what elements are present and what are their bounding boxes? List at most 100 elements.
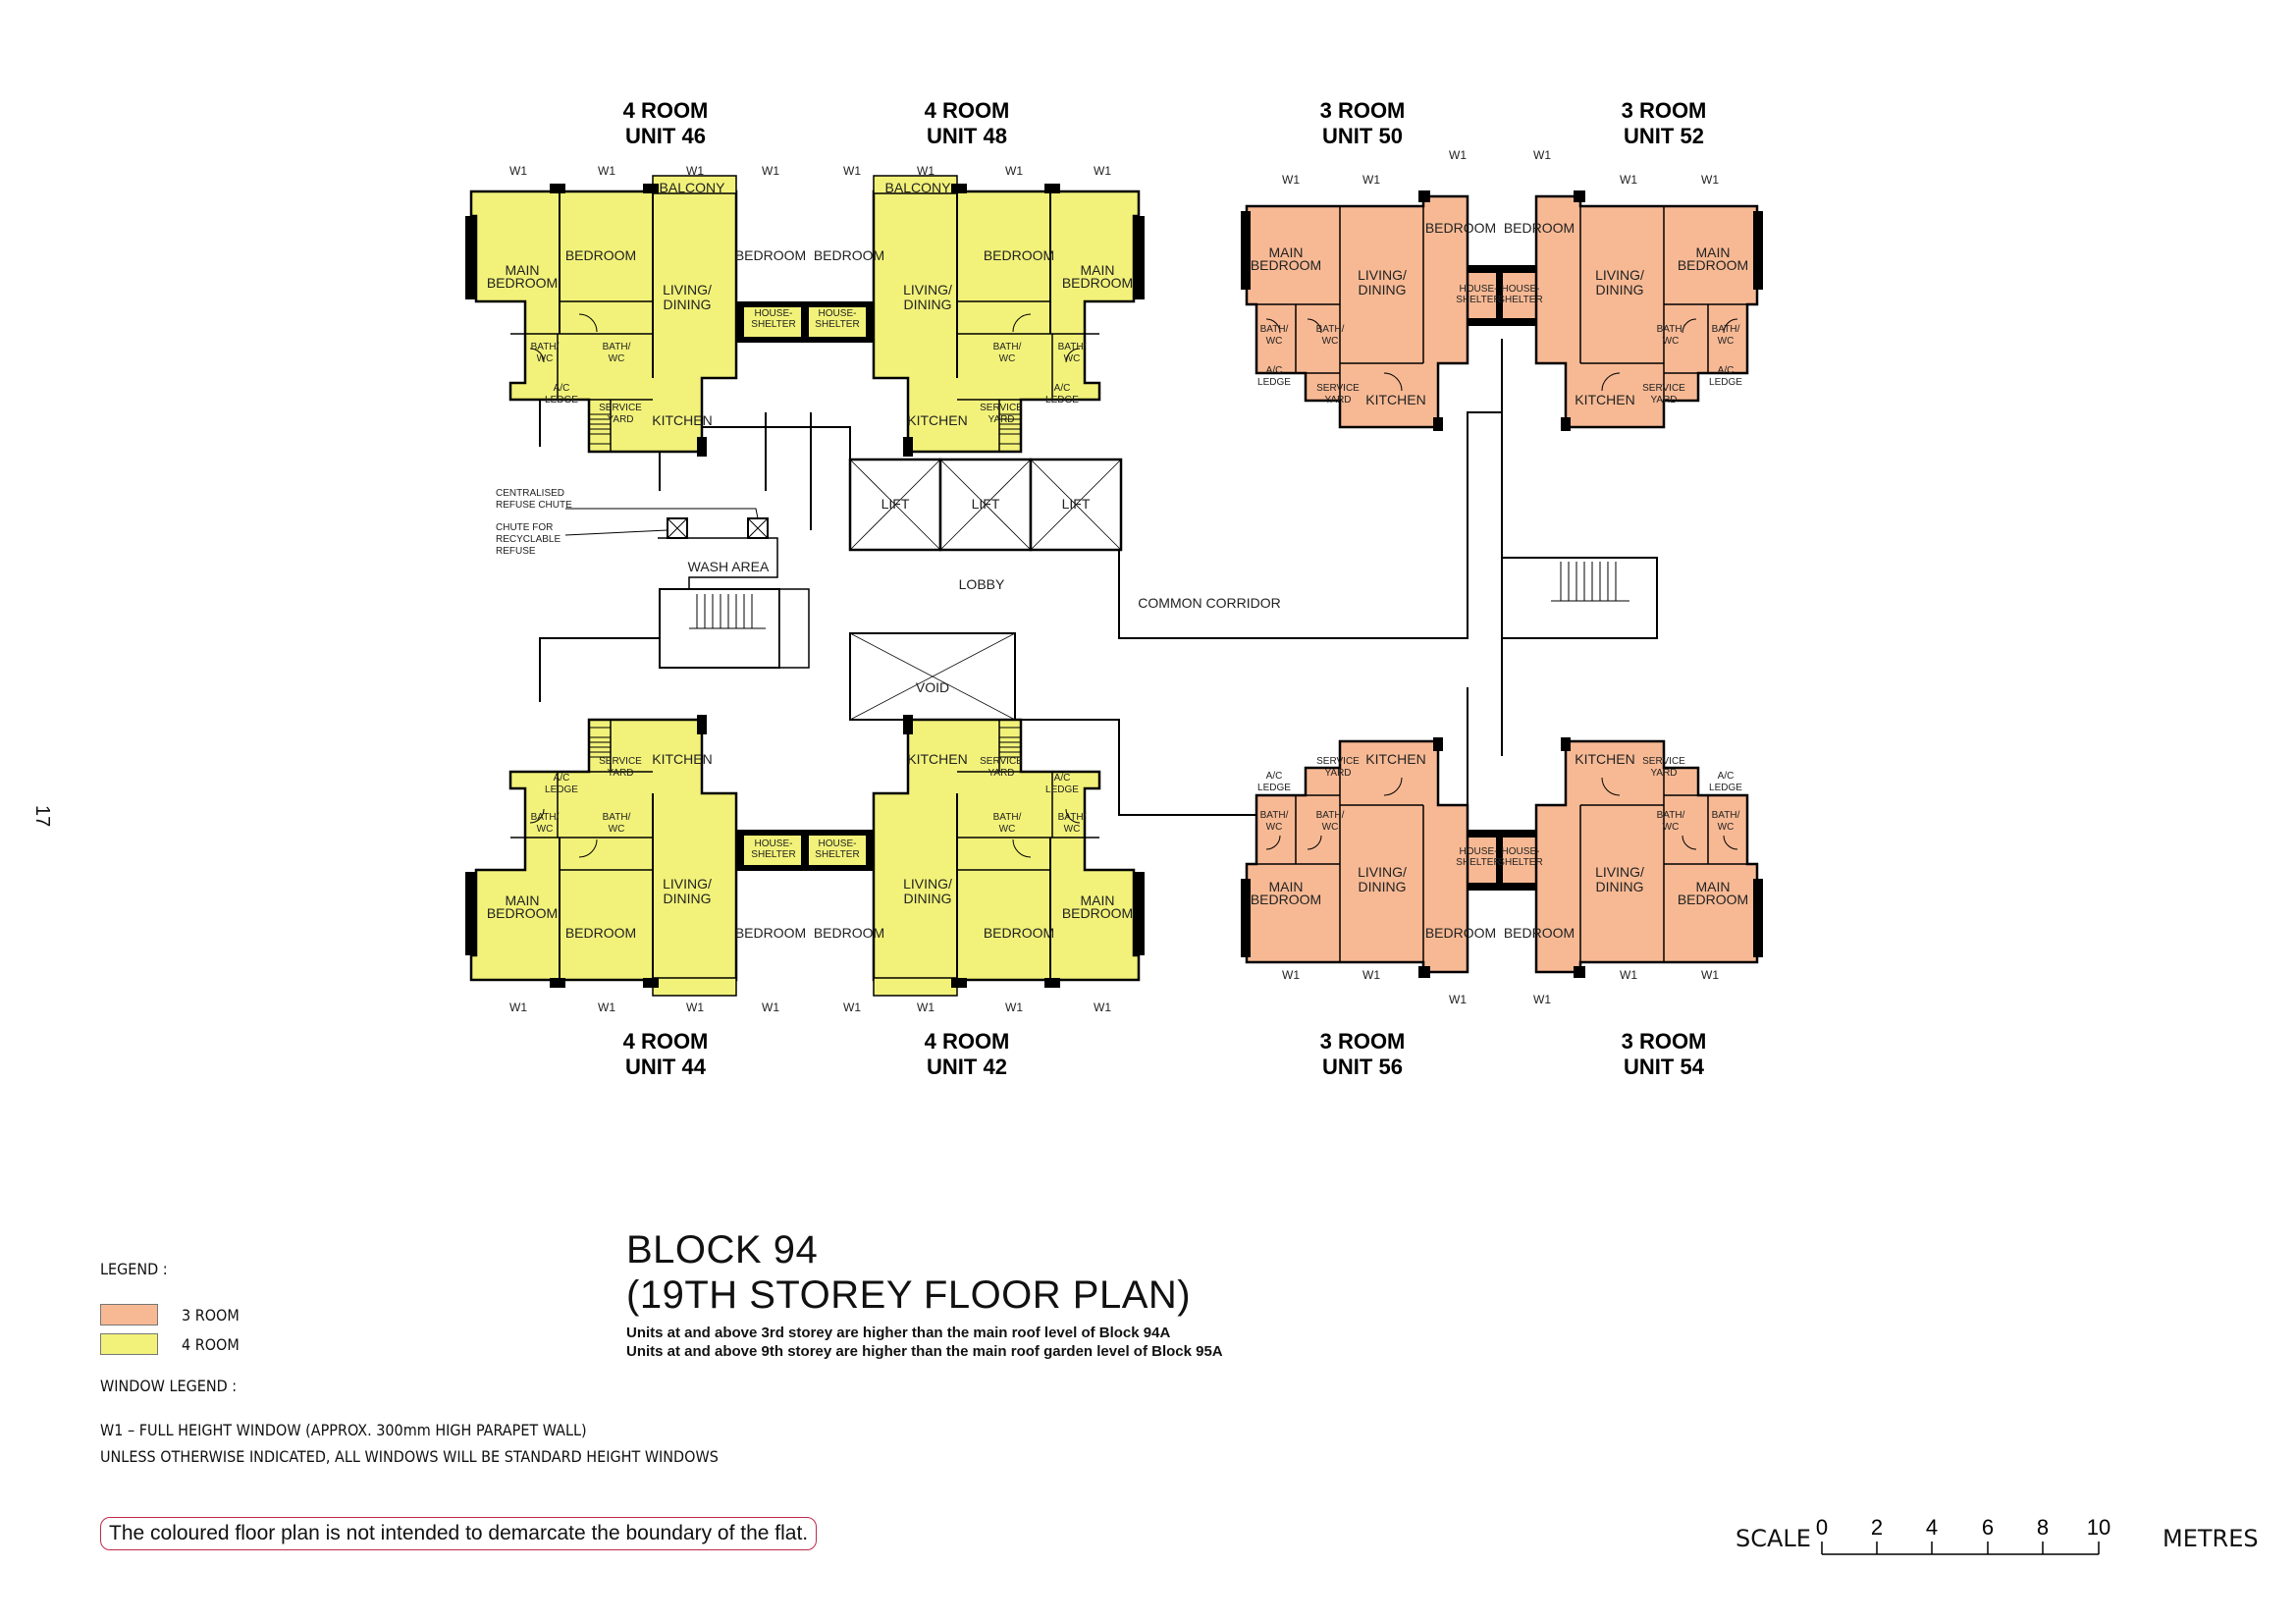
svg-text:BATH/: BATH/ bbox=[1657, 324, 1685, 335]
svg-text:BATH/: BATH/ bbox=[1058, 812, 1087, 823]
svg-text:BALCONY: BALCONY bbox=[660, 180, 726, 195]
note-1: Units at and above 3rd storey are higher… bbox=[626, 1325, 1171, 1341]
svg-text:WC: WC bbox=[1718, 336, 1735, 347]
svg-text:MAIN: MAIN bbox=[1081, 893, 1115, 908]
chute-label: REFUSE CHUTE bbox=[496, 500, 572, 511]
svg-text:SERVICE: SERVICE bbox=[980, 403, 1023, 413]
svg-text:BATH/: BATH/ bbox=[1260, 324, 1289, 335]
wash-area-label: WASH AREA bbox=[688, 559, 770, 574]
svg-text:LIVING/: LIVING/ bbox=[903, 876, 952, 892]
unit-50-type: 3 ROOM bbox=[1320, 98, 1406, 123]
window-tag: W1 bbox=[1620, 173, 1637, 187]
svg-text:MAIN: MAIN bbox=[1696, 879, 1731, 894]
svg-text:WC: WC bbox=[1663, 336, 1680, 347]
scale-label: SCALE bbox=[1735, 1525, 1811, 1552]
window-tag: W1 bbox=[598, 1001, 615, 1014]
svg-text:BATH/: BATH/ bbox=[1058, 342, 1087, 352]
lift-shafts: LIFT LIFT LIFT bbox=[848, 458, 1123, 552]
window-tag: W1 bbox=[1701, 968, 1719, 982]
unit-54-label: UNIT 54 bbox=[1624, 1055, 1705, 1079]
svg-text:SHELTER: SHELTER bbox=[1498, 295, 1542, 305]
corridor-label: COMMON CORRIDOR bbox=[1138, 595, 1280, 611]
svg-text:BEDROOM: BEDROOM bbox=[1678, 892, 1748, 907]
svg-text:BEDROOM: BEDROOM bbox=[565, 925, 636, 941]
svg-text:LEDGE: LEDGE bbox=[545, 784, 578, 795]
svg-text:LIVING/: LIVING/ bbox=[663, 876, 712, 892]
svg-text:LIVING/: LIVING/ bbox=[663, 282, 712, 298]
svg-text:SHELTER: SHELTER bbox=[815, 319, 859, 330]
note-2: Units at and above 9th storey are higher… bbox=[626, 1343, 1223, 1360]
svg-text:HOUSE-: HOUSE- bbox=[1460, 284, 1498, 295]
svg-text:LEDGE: LEDGE bbox=[545, 395, 578, 406]
svg-text:BEDROOM: BEDROOM bbox=[735, 247, 806, 263]
svg-text:BEDROOM: BEDROOM bbox=[487, 275, 558, 291]
svg-text:A/C: A/C bbox=[1718, 365, 1735, 376]
svg-text:BEDROOM: BEDROOM bbox=[1425, 220, 1496, 236]
svg-text:SERVICE: SERVICE bbox=[599, 756, 642, 767]
window-tag: W1 bbox=[762, 164, 779, 178]
svg-text:LEDGE: LEDGE bbox=[1257, 377, 1291, 388]
void-label: VOID bbox=[916, 679, 949, 695]
svg-text:DINING: DINING bbox=[664, 297, 712, 312]
scale-tick: 10 bbox=[2087, 1515, 2110, 1540]
svg-text:BATH/: BATH/ bbox=[993, 342, 1022, 352]
svg-text:YARD: YARD bbox=[1324, 768, 1351, 779]
plan-title: BLOCK 94 bbox=[626, 1228, 819, 1271]
svg-text:A/C: A/C bbox=[554, 773, 570, 784]
unit-42-label: UNIT 42 bbox=[927, 1055, 1007, 1079]
svg-text:HOUSE-: HOUSE- bbox=[1460, 846, 1498, 857]
svg-text:DINING: DINING bbox=[1359, 282, 1407, 298]
svg-text:MAIN: MAIN bbox=[1081, 262, 1115, 278]
svg-text:HOUSE-: HOUSE- bbox=[1502, 284, 1540, 295]
window-tag: W1 bbox=[917, 1001, 934, 1014]
window-tag: W1 bbox=[686, 164, 704, 178]
unit-42-type: 4 ROOM bbox=[925, 1029, 1010, 1054]
svg-text:KITCHEN: KITCHEN bbox=[652, 751, 712, 767]
unit-54-type: 3 ROOM bbox=[1622, 1029, 1707, 1054]
svg-text:SHELTER: SHELTER bbox=[815, 849, 859, 860]
scale-tick: 4 bbox=[1926, 1515, 1938, 1540]
svg-text:WC: WC bbox=[1322, 336, 1339, 347]
svg-text:BATH/: BATH/ bbox=[1316, 810, 1345, 821]
svg-text:SHELTER: SHELTER bbox=[751, 319, 795, 330]
window-tags: W1 W1 W1 W1 W1 W1 W1 W1 W1 W1 W1 W1 W1 W… bbox=[509, 148, 1719, 1014]
svg-text:KITCHEN: KITCHEN bbox=[1365, 392, 1425, 407]
unit-48-label: UNIT 48 bbox=[927, 124, 1007, 148]
svg-text:BEDROOM: BEDROOM bbox=[487, 905, 558, 921]
scale-tick: 0 bbox=[1816, 1515, 1828, 1540]
svg-text:LIVING/: LIVING/ bbox=[1595, 864, 1644, 880]
scale-tick: 8 bbox=[2037, 1515, 2049, 1540]
swatch-4-room bbox=[100, 1333, 158, 1355]
window-legend-line-2: UNLESS OTHERWISE INDICATED, ALL WINDOWS … bbox=[100, 1447, 719, 1466]
unit-48-type: 4 ROOM bbox=[925, 98, 1010, 123]
unit-56-label: UNIT 56 bbox=[1322, 1055, 1403, 1079]
svg-text:SERVICE: SERVICE bbox=[1316, 383, 1360, 394]
svg-text:SERVICE: SERVICE bbox=[599, 403, 642, 413]
window-tag: W1 bbox=[1005, 164, 1023, 178]
svg-text:LIVING/: LIVING/ bbox=[1358, 864, 1407, 880]
window-tag: W1 bbox=[1533, 993, 1551, 1006]
svg-text:BEDROOM: BEDROOM bbox=[984, 247, 1054, 263]
chute-label: CENTRALISED bbox=[496, 488, 564, 499]
window-tag: W1 bbox=[1701, 173, 1719, 187]
svg-text:WC: WC bbox=[999, 824, 1016, 835]
svg-text:BATH/: BATH/ bbox=[1260, 810, 1289, 821]
svg-text:BATH/: BATH/ bbox=[603, 812, 631, 823]
unit-46-type: 4 ROOM bbox=[623, 98, 709, 123]
svg-text:A/C: A/C bbox=[1266, 771, 1283, 782]
title-block: BLOCK 94 (19TH STOREY FLOOR PLAN) Units … bbox=[626, 1227, 1223, 1361]
unit-headings: 4 ROOM UNIT 46 4 ROOM UNIT 48 3 ROOM UNI… bbox=[623, 98, 1707, 1079]
svg-text:LEDGE: LEDGE bbox=[1045, 395, 1079, 406]
svg-text:WC: WC bbox=[537, 824, 554, 835]
svg-text:HOUSE-: HOUSE- bbox=[755, 839, 793, 849]
svg-text:A/C: A/C bbox=[1054, 383, 1071, 394]
svg-text:WC: WC bbox=[609, 824, 625, 835]
window-tag: W1 bbox=[843, 164, 861, 178]
window-tag: W1 bbox=[1282, 173, 1300, 187]
window-tag: W1 bbox=[1282, 968, 1300, 982]
unit-52-label: UNIT 52 bbox=[1624, 124, 1704, 148]
lift-label: LIFT bbox=[1062, 496, 1091, 512]
svg-text:BEDROOM: BEDROOM bbox=[984, 925, 1054, 941]
unit-44-label: UNIT 44 bbox=[625, 1055, 707, 1079]
svg-text:SHELTER: SHELTER bbox=[751, 849, 795, 860]
